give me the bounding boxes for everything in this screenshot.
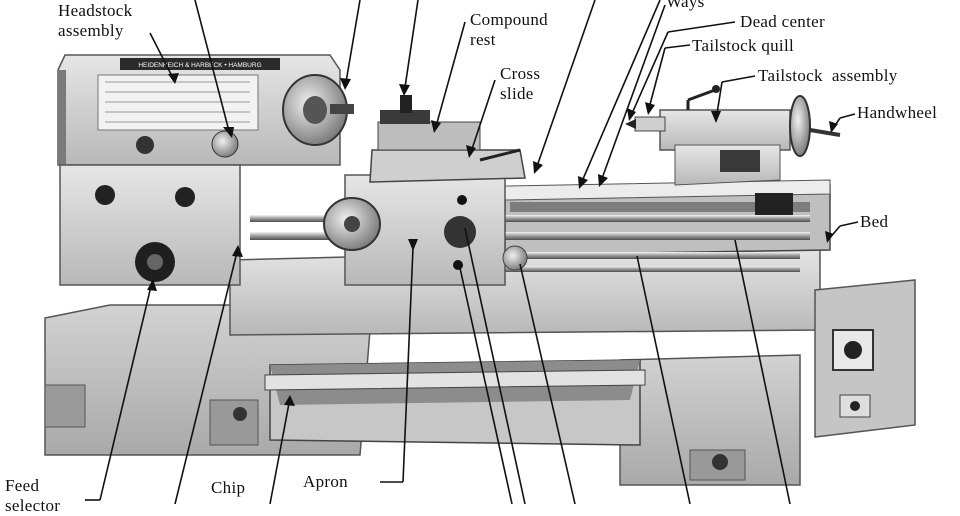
carriage-apron bbox=[323, 174, 528, 286]
label-apron: Apron bbox=[303, 472, 348, 491]
lathe-diagram: HEIDENREICH & HARBECK • HAMBURG bbox=[44, 0, 916, 504]
lead-screw-and-feed-rods bbox=[250, 215, 810, 272]
tool-post-icon bbox=[380, 110, 430, 124]
cross-slide-compound-rest bbox=[369, 95, 526, 183]
tailstock-quill-icon bbox=[634, 116, 666, 132]
label-bed: Bed bbox=[860, 212, 889, 231]
headstock: HEIDENREICH & HARBECK • HAMBURG bbox=[57, 54, 354, 286]
chip-tray bbox=[264, 359, 646, 446]
speed-knob-icon bbox=[136, 136, 154, 154]
label-ways: Ways bbox=[666, 0, 705, 11]
electrical-box bbox=[814, 279, 916, 438]
label-tailstock-assembly: Tailstock assembly bbox=[758, 66, 898, 85]
dead-center-icon bbox=[625, 119, 636, 129]
label-cross-slide: Cross slide bbox=[500, 64, 541, 103]
gear-lever-icon bbox=[211, 130, 239, 158]
label-tailstock-quill: Tailstock quill bbox=[692, 36, 794, 55]
label-chip: Chip bbox=[211, 478, 246, 497]
label-compound-rest: Compound rest bbox=[470, 10, 548, 49]
label-feed-selector: Feed selector bbox=[5, 476, 61, 515]
label-headstock-assembly: Headstock assembly bbox=[58, 1, 133, 40]
label-dead-center: Dead center bbox=[740, 12, 825, 31]
arrowheads bbox=[147, 73, 838, 406]
maker-plate: HEIDENREICH & HARBECK • HAMBURG bbox=[138, 62, 261, 69]
handwheel-icon bbox=[789, 95, 811, 157]
tailstock bbox=[625, 85, 841, 186]
label-handwheel: Handwheel bbox=[857, 103, 938, 122]
half-nut-lever-icon bbox=[444, 216, 476, 248]
